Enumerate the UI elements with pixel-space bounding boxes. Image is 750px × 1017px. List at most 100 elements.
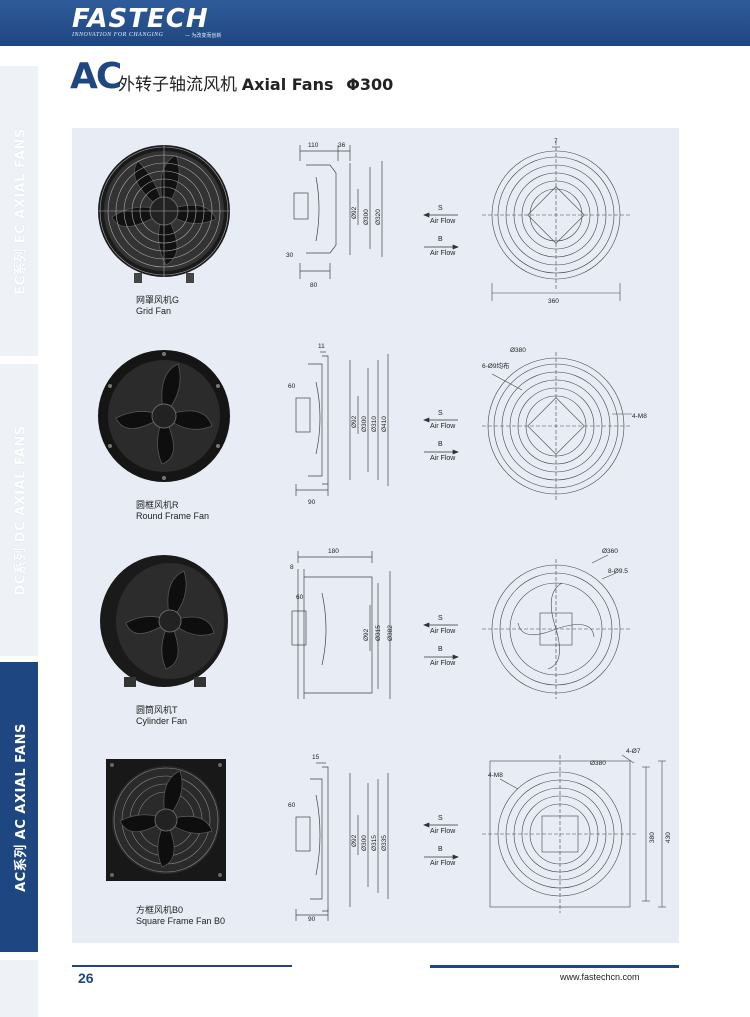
fan-row-grid: 网罩风机G Grid Fan 110 36 30 80 Ø92 Ø300 Ø32… [72,133,679,333]
spec-panel: 网罩风机G Grid Fan 110 36 30 80 Ø92 Ø300 Ø32… [72,128,679,943]
grid-fan-dim-7: 7 [554,138,558,145]
airflow-s-text: Air Flow [430,628,456,635]
side-tab-ac-label: AC系列 AC AXIAL FANS [13,722,29,892]
cylinder-fan-photo [100,555,228,687]
side-tab-ec[interactable]: EC系列 EC AXIAL FANS [0,66,38,356]
square-frame-fan-name-cn: 方框风机B0 [136,905,184,915]
airflow-s-text: Air Flow [430,423,456,430]
side-tab-blank [0,960,38,1017]
side-tab-ec-label: EC系列 EC AXIAL FANS [13,127,29,295]
footer-rule-right [430,965,679,968]
round-frame-fan-airflow: S Air Flow B Air Flow [422,410,492,480]
cylinder-fan-name-en: Cylinder Fan [136,716,188,726]
website-link[interactable]: www.fastechcn.com [560,972,640,982]
page-title-diameter: Φ300 [346,75,394,94]
square-frame-fan-dim-d315: Ø315 [371,835,378,851]
cylinder-fan-dim-d315: Ø315 [375,625,382,641]
round-frame-fan-caption: 圆框风机R Round Frame Fan [136,500,209,522]
airflow-b-label: B [438,846,443,853]
airflow-b-text: Air Flow [430,455,456,462]
airflow-b-label: B [438,646,443,653]
square-frame-fan-dim-m8: 4-M8 [488,772,503,779]
grid-fan-airflow: S Air Flow B Air Flow [422,205,492,275]
round-frame-fan-dim-d300: Ø300 [361,416,368,432]
square-frame-fan-side-drawing: 15 60 90 Ø92 Ø300 Ø315 Ø335 [288,754,389,923]
page-title-cn: 外转子轴流风机 [118,75,237,94]
cylinder-fan-dim-holes: 8-Ø9.5 [608,568,628,575]
cylinder-fan-dim-180: 180 [328,548,339,555]
grid-fan-dim-36: 36 [338,142,346,149]
airflow-b-label: B [438,236,443,243]
page-title-en: Axial Fans [241,75,334,94]
cylinder-fan-dim-d382: Ø382 [387,625,394,641]
square-frame-fan-dim-d300: Ø300 [361,835,368,851]
fan-row-round: 圆框风机R Round Frame Fan 11 60 90 Ø92 Ø300 … [72,338,679,538]
side-tab-dc[interactable]: DC系列 DC AXIAL FANS [0,364,38,656]
brand-slogan: INNOVATION FOR CHANGING [72,32,164,38]
cylinder-fan-side-drawing: 8 180 60 Ø92 Ø315 Ø382 [290,548,394,699]
round-frame-fan-dim-60: 60 [288,383,296,390]
fan-row-cylinder: 圆筒风机T Cylinder Fan 8 180 60 Ø92 Ø315 Ø38… [72,543,679,743]
square-frame-fan-airflow: S Air Flow B Air Flow [422,815,492,885]
brand-logo: FASTECH [72,4,209,34]
airflow-arrows [423,822,459,860]
grid-fan-dim-d300: Ø300 [363,209,370,225]
airflow-s-text: Air Flow [430,218,456,225]
cylinder-fan-caption: 圆筒风机T Cylinder Fan [136,705,187,727]
cylinder-fan-dim-d360: Ø360 [602,548,618,555]
grid-fan-front-drawing: 7 360 [482,138,630,305]
square-frame-fan-dim-d335: Ø335 [381,835,388,851]
cylinder-fan-dim-d92: Ø92 [363,628,370,641]
square-frame-fan-front-drawing: 4-Ø7 Ø380 4-M8 380 430 [482,748,672,913]
grid-fan-caption: 网罩风机G Grid Fan [136,295,179,317]
round-frame-fan-dim-90: 90 [308,499,316,506]
airflow-s-label: S [438,410,443,417]
cylinder-fan-front-drawing: Ø360 8-Ø9.5 [482,548,630,699]
square-frame-fan-photo [106,759,226,881]
square-frame-fan-dim-60: 60 [288,802,296,809]
airflow-b-text: Air Flow [430,660,456,667]
round-frame-fan-front-drawing: Ø380 6-Ø9均布 4-M8 [482,347,647,500]
header-bar: FASTECH INNOVATION FOR CHANGING — 为改变而创新 [0,0,750,46]
round-frame-fan-side-drawing: 11 60 90 Ø92 Ø300 Ø310 Ø410 [288,343,389,506]
airflow-s-label: S [438,615,443,622]
square-frame-fan-dim-430: 430 [665,832,672,843]
round-frame-fan-dim-d92: Ø92 [351,415,358,428]
side-tab-dc-label: DC系列 DC AXIAL FANS [13,424,29,596]
grid-fan-name-cn: 网罩风机G [136,295,180,305]
grid-fan-dim-80: 80 [310,282,318,289]
grid-fan-photo [98,145,230,283]
footer-rule-left [72,965,292,967]
round-frame-fan-dim-m8: 4-M8 [632,413,647,420]
square-frame-fan-dim-d92: Ø92 [351,834,358,847]
grid-fan-name-en: Grid Fan [136,306,172,316]
cylinder-fan-dim-60: 60 [296,594,304,601]
airflow-arrows [423,417,459,455]
round-frame-fan-name-cn: 圆框风机R [136,500,179,510]
round-frame-fan-dim-holes: 6-Ø9均布 [482,361,510,370]
cylinder-fan-airflow: S Air Flow B Air Flow [422,615,492,685]
page-title: 外转子轴流风机 Axial Fans Φ300 [118,70,393,95]
brand-slogan-cn: — 为改变而创新 [185,33,222,39]
cylinder-fan-name-cn: 圆筒风机T [136,705,178,715]
round-frame-fan-dim-d310: Ø310 [371,416,378,432]
square-frame-fan-dim-holes: 4-Ø7 [626,748,641,755]
round-frame-fan-dim-d380: Ø380 [510,347,526,354]
airflow-arrows [423,622,459,660]
round-frame-fan-photo [98,350,230,482]
side-tab-ac[interactable]: AC系列 AC AXIAL FANS [0,662,38,952]
square-frame-fan-dim-15: 15 [312,754,320,761]
cylinder-fan-dim-8: 8 [290,564,294,571]
airflow-b-text: Air Flow [430,860,456,867]
grid-fan-dim-30: 30 [286,252,294,259]
square-frame-fan-name-en: Square Frame Fan B0 [136,916,226,926]
grid-fan-dim-d92: Ø92 [351,206,358,219]
grid-fan-dim-110: 110 [308,142,319,149]
grid-fan-dim-d320: Ø320 [375,209,382,225]
grid-fan-side-drawing: 110 36 30 80 Ø92 Ø300 Ø320 [286,142,383,289]
round-frame-fan-dim-11: 11 [318,343,325,350]
page-title-series: AC [70,56,122,97]
square-frame-fan-dim-d380: Ø380 [590,760,606,767]
square-frame-fan-dim-380: 380 [649,832,656,843]
round-frame-fan-name-en: Round Frame Fan [136,511,210,521]
